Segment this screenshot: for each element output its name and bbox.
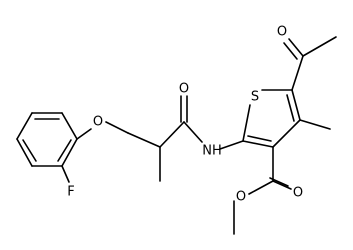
acetyl-oxygen-label: O [277, 25, 287, 40]
fluorine-atom-label: F [67, 185, 74, 200]
bond [22, 139, 37, 162]
bond [61, 112, 78, 140]
bond [269, 177, 289, 187]
thiophene-sulfur-label: S [251, 90, 259, 105]
bond [272, 119, 301, 148]
bond [242, 140, 274, 148]
bond [76, 128, 92, 140]
bond [219, 140, 244, 150]
bond [283, 42, 298, 60]
bond [183, 121, 203, 143]
amide-oxygen-label: O [179, 82, 189, 97]
fluorophenyl-ring [16, 112, 78, 167]
atom-labels: F O O NH S O O O [67, 25, 303, 205]
bond [302, 36, 337, 57]
bond [127, 132, 161, 148]
amide-nitrogen-label: NH [202, 144, 222, 159]
bond [272, 180, 292, 190]
bond [299, 119, 331, 130]
bond [248, 180, 274, 195]
bond [61, 138, 78, 167]
ether-oxygen-label: O [93, 115, 103, 130]
ester-carbonyl-oxygen-label: O [293, 186, 303, 201]
bond [288, 38, 304, 57]
bond [159, 121, 185, 148]
bond [286, 94, 295, 122]
thiophene-ring [242, 89, 301, 148]
bond [291, 89, 301, 121]
bond [57, 139, 72, 162]
ester-oxygen-label: O [236, 190, 246, 205]
bond [247, 135, 272, 142]
bond [105, 121, 129, 134]
bond [16, 138, 33, 167]
substituent-bonds [233, 36, 337, 235]
bond [16, 112, 33, 140]
bond [291, 55, 304, 91]
side-chain-bonds [61, 95, 244, 183]
bond [242, 104, 251, 142]
bond [61, 165, 70, 183]
